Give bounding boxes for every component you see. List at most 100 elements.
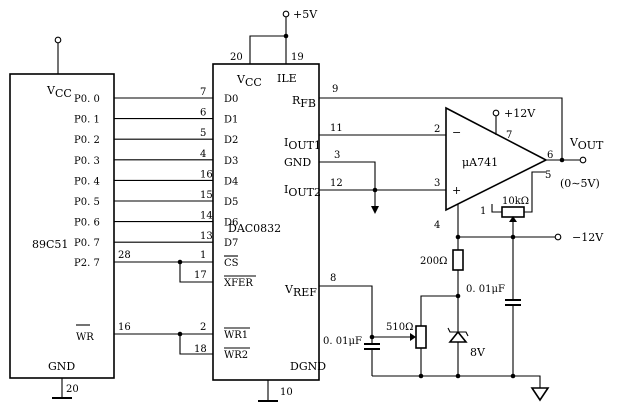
pot-510-value: 510Ω bbox=[386, 322, 413, 333]
dac-wr1-label: WR1 bbox=[224, 330, 248, 341]
vout-range: (0∼5V) bbox=[560, 177, 600, 190]
mcu-port-label: P0. 4 bbox=[74, 176, 100, 187]
mcu-port-label: P0. 3 bbox=[74, 156, 100, 167]
mcu-vcc-label: VCC bbox=[46, 84, 72, 100]
dac-dgnd: 10 bbox=[258, 380, 293, 402]
dac-xfer-label: XFER bbox=[224, 278, 253, 289]
analog-wiring: 9 11 3 12 VOUT (0∼5V) +12V −12V 10kΩ bbox=[319, 84, 604, 244]
dac-data-pin: 5 bbox=[200, 128, 206, 139]
mcu-port-labels: P0. 0 P0. 1 P0. 2 P0. 3 P0. 4 P0. 5 P0. 6 P0. 7… bbox=[74, 94, 100, 269]
opamp-pin-out: 6 bbox=[547, 150, 553, 161]
minus12v-terminal bbox=[554, 233, 562, 241]
cap-right-value: 0. 01μF bbox=[466, 284, 505, 295]
mcu-gnd-label: GND bbox=[48, 360, 75, 373]
dac-data-label: D2 bbox=[224, 135, 238, 146]
mcu-wr-pin: 16 bbox=[118, 322, 131, 333]
mcu-port-label: P0. 7 bbox=[74, 238, 100, 249]
data-bus-wires: 7 6 5 4 16 15 14 13 bbox=[114, 87, 213, 243]
resistor-200-value: 200Ω bbox=[420, 256, 447, 267]
opamp-pin-minus: 2 bbox=[434, 124, 440, 135]
opamp-pin-vplus: 7 bbox=[506, 130, 512, 141]
dac-iout1-label: IOUT1 bbox=[284, 136, 321, 152]
mcu-port-label: P0. 6 bbox=[74, 218, 100, 229]
dac-vcc-pin: 20 bbox=[230, 52, 243, 63]
plus12v-terminal bbox=[492, 109, 500, 117]
dac-data-pin: 7 bbox=[200, 87, 206, 98]
dac-data-pin: 13 bbox=[200, 231, 213, 242]
dac-cs-pin: 1 bbox=[200, 250, 206, 261]
dac-data-pin: 16 bbox=[200, 169, 213, 180]
dac-wr1-pin: 2 bbox=[200, 322, 206, 333]
dac-iout1-pin: 11 bbox=[330, 123, 343, 134]
resistor-200 bbox=[452, 249, 464, 271]
dac-gnd-pin: 3 bbox=[334, 150, 340, 161]
mcu-port-label: P0. 5 bbox=[74, 197, 100, 208]
trim-pot bbox=[501, 206, 525, 218]
dac-data-label: D1 bbox=[224, 115, 238, 126]
mcu-port-label: P0. 1 bbox=[74, 115, 100, 126]
dac-data-label: D4 bbox=[224, 176, 238, 187]
mcu-gnd-pin: 20 bbox=[66, 384, 79, 395]
dac-vref-label: VREF bbox=[284, 283, 317, 299]
dac-vref-pin: 8 bbox=[330, 273, 336, 284]
dac-supply: +5V 20 19 bbox=[230, 8, 318, 64]
dac-data-pin: 15 bbox=[200, 190, 213, 201]
dac-ile-label: ILE bbox=[277, 72, 297, 85]
control-wiring: 28 1 17 16 2 18 bbox=[114, 250, 213, 355]
opamp-pin-plus: 3 bbox=[434, 178, 440, 189]
dac-wr2-label: WR2 bbox=[224, 350, 248, 361]
plus12v-label: +12V bbox=[504, 107, 536, 120]
dac-data-label: D3 bbox=[224, 156, 238, 167]
opamp-pin-null-b: 5 bbox=[545, 170, 551, 181]
dac-data-label: D6 bbox=[224, 218, 238, 229]
dac-rfb-pin: 9 bbox=[332, 84, 338, 95]
dac-vcc-label: VCC bbox=[236, 73, 262, 89]
vout-terminal bbox=[579, 156, 587, 164]
opamp-pin-vminus: 4 bbox=[434, 220, 440, 231]
cap-left-value: 0. 01μF bbox=[323, 336, 362, 347]
mcu-port-label: P0. 2 bbox=[74, 135, 100, 146]
dac-cs-label: CS bbox=[224, 258, 239, 269]
mcu-vcc-terminal bbox=[54, 36, 62, 44]
opamp-minus: − bbox=[452, 126, 461, 139]
opamp-plus: + bbox=[452, 184, 461, 197]
dac-iout2-pin: 12 bbox=[330, 178, 343, 189]
dac-data-pin: 6 bbox=[200, 108, 206, 119]
trim-pot-value: 10kΩ bbox=[502, 196, 529, 207]
dac-rfb-label: RFB bbox=[292, 94, 316, 110]
dac-gnd-label: GND bbox=[284, 156, 311, 169]
zener-diode bbox=[448, 330, 468, 343]
mcu-name: 89C51 bbox=[32, 238, 68, 251]
reference-circuit: 200Ω 8V 0. 01μF 510Ω 8 0. 01μF bbox=[319, 237, 550, 402]
dac-wr2-pin: 18 bbox=[194, 344, 207, 355]
mcu-wr-label: WR bbox=[76, 332, 94, 343]
dac-iout2-label: IOUT2 bbox=[284, 183, 321, 199]
mcu-p27-pin: 28 bbox=[118, 250, 131, 261]
mcu-port-label: P0. 0 bbox=[74, 94, 100, 105]
minus12v-label: −12V bbox=[572, 231, 604, 244]
mcu-89c51: VCC 89C51 GND WR 20 P0. 0 P0. 1 P0. 2 P0. 3… bbox=[9, 36, 115, 399]
dac-xfer-pin: 17 bbox=[194, 270, 207, 281]
dac-data-pin: 4 bbox=[200, 149, 206, 160]
analog-ground-symbol bbox=[530, 387, 550, 402]
vout-label: VOUT bbox=[569, 136, 604, 152]
plus5v-terminal bbox=[282, 10, 290, 18]
opamp-pin-null-a: 1 bbox=[480, 206, 486, 217]
dac-body bbox=[212, 63, 320, 381]
dac-dgnd-pin: 10 bbox=[280, 387, 293, 398]
zener-value: 8V bbox=[470, 346, 486, 359]
mcu-port-label: P2. 7 bbox=[74, 258, 100, 269]
dac-ile-pin: 19 bbox=[291, 52, 304, 63]
dac-name: DAC0832 bbox=[228, 222, 281, 235]
dac-dgnd-label: DGND bbox=[290, 360, 326, 373]
plus5v-label: +5V bbox=[293, 8, 318, 21]
dac-data-label: D7 bbox=[224, 238, 238, 249]
opamp-name: μA741 bbox=[462, 156, 498, 169]
dac-data-label: D0 bbox=[224, 94, 238, 105]
pot-510 bbox=[415, 325, 427, 349]
dac-data-label: D5 bbox=[224, 197, 238, 208]
dac-data-pin: 14 bbox=[200, 211, 213, 222]
